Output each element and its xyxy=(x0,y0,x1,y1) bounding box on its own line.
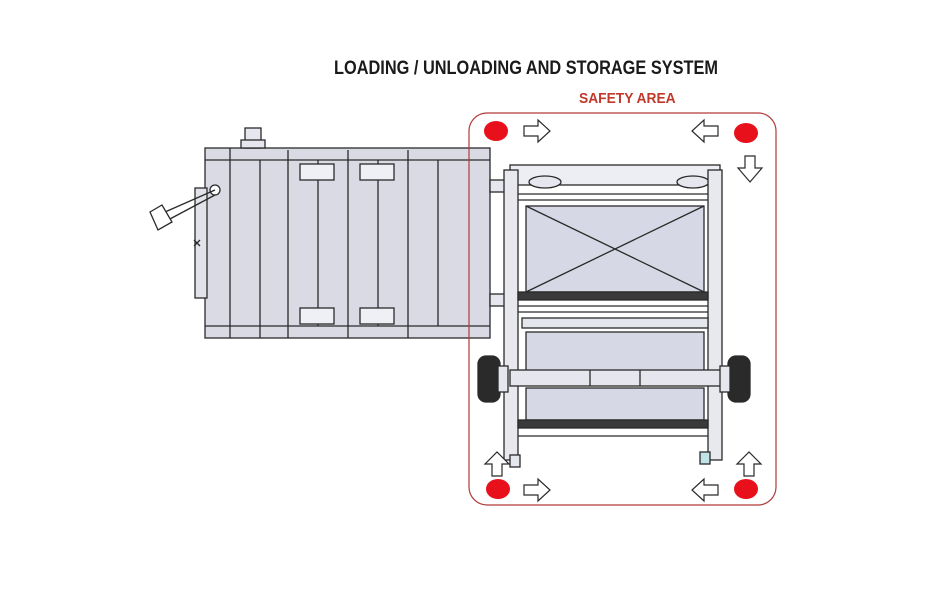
rack-roller xyxy=(528,175,562,189)
red-marker-icon xyxy=(486,479,510,499)
rack-axle-beam xyxy=(509,369,723,387)
red-marker-icon xyxy=(484,121,508,141)
rack-right-post xyxy=(707,169,723,461)
red-marker-icon xyxy=(734,479,758,499)
machine-top-fitting-base xyxy=(240,139,266,149)
arrow-left-icon xyxy=(691,118,719,144)
machine-end-cap xyxy=(194,187,208,299)
rack-shelf-beam xyxy=(517,291,709,301)
direction-arrows xyxy=(483,118,764,503)
rack-foot xyxy=(699,451,711,465)
arrow-up-icon xyxy=(483,451,511,477)
right-wheel xyxy=(727,355,751,403)
safety-area-label: SAFETY AREA xyxy=(579,90,676,107)
rack-left-post xyxy=(503,169,519,461)
machine-hatch xyxy=(359,163,395,181)
machine-body xyxy=(194,127,513,339)
left-wheel xyxy=(477,355,501,403)
red-marker-icon xyxy=(734,123,758,143)
rack-bottom-beam xyxy=(517,419,709,429)
left-wheel-hub xyxy=(497,365,509,393)
lower-storage-panel xyxy=(525,331,705,373)
storage-rack xyxy=(477,164,751,468)
arrow-right-icon xyxy=(523,477,551,503)
panel-cross xyxy=(525,205,705,293)
red-markers xyxy=(484,121,758,499)
right-wheel-hub xyxy=(719,365,731,393)
arrow-left-icon xyxy=(691,477,719,503)
rack-roller xyxy=(676,175,710,189)
safety-area-boundary xyxy=(468,112,777,506)
machine-hatch xyxy=(299,163,335,181)
machine-hatch xyxy=(359,307,395,325)
hitch-drawbar xyxy=(149,184,221,247)
rack-foot xyxy=(509,454,521,468)
arrow-right-icon xyxy=(523,118,551,144)
arrow-up-icon xyxy=(735,451,763,477)
bottom-storage-panel xyxy=(525,387,705,421)
machine-hatch xyxy=(299,307,335,325)
arrow-down-icon xyxy=(736,155,764,183)
rack-middle-rail xyxy=(521,317,709,329)
diagram-title: LOADING / UNLOADING AND STORAGE SYSTEM xyxy=(334,58,719,79)
